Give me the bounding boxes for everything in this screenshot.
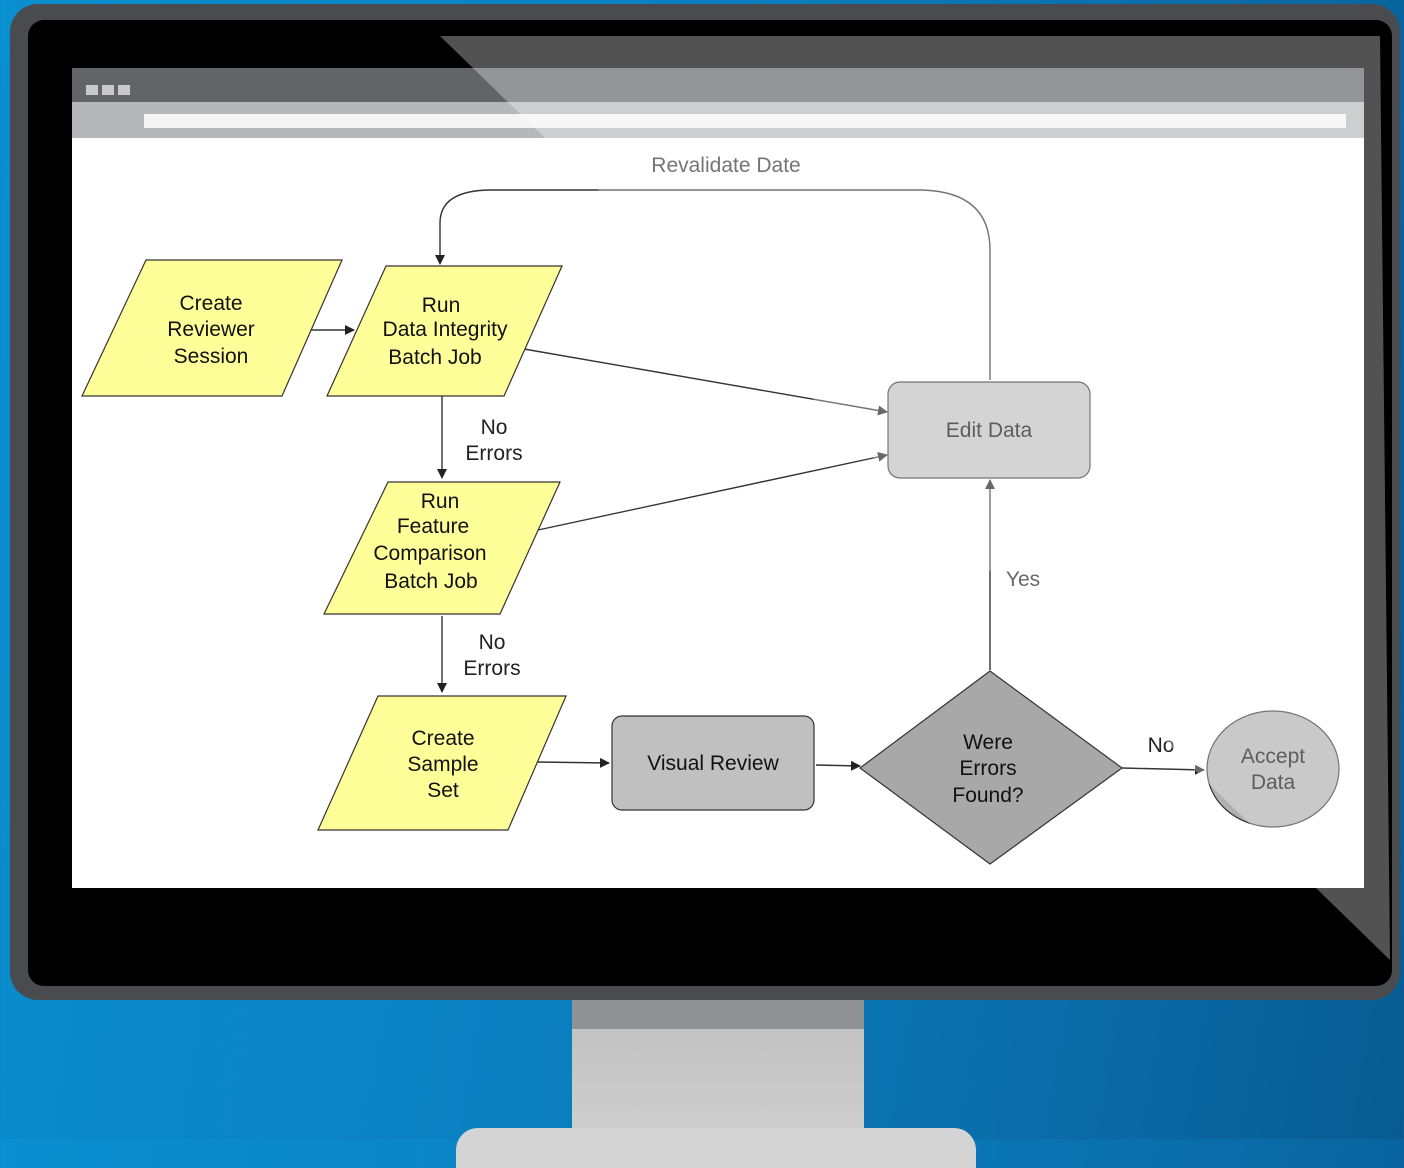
node-create-sample-set: Create Sample Set (317, 695, 567, 831)
window-controls[interactable] (86, 82, 134, 100)
node-edit-data: Edit Data (887, 381, 1091, 479)
monitor-stand-shadow (572, 995, 864, 1029)
edge-integrity-to-edit (523, 348, 888, 416)
workflow-flowchart: Create Reviewer Session Run Data Integri… (81, 154, 1340, 865)
node-accept-data: Accept Data (1206, 710, 1340, 828)
node-label-line: Were (963, 731, 1013, 754)
monitor-stand-base (456, 1128, 976, 1168)
browser-titlebar (72, 68, 1364, 102)
node-were-errors-found: Were Errors Found? (858, 670, 1124, 865)
node-label-line: Errors (959, 757, 1016, 780)
edge-label-no: No (1148, 734, 1175, 757)
address-bar[interactable] (144, 114, 1346, 128)
node-label: Visual Review (647, 752, 779, 775)
node-label-line: Set (427, 779, 459, 802)
edge-visual-to-decision (815, 760, 861, 771)
node-label-line: Accept (1241, 745, 1305, 768)
window-dot-icon[interactable] (86, 85, 98, 95)
node-label-line: Reviewer (167, 318, 255, 341)
edge-label-line: Errors (465, 442, 522, 465)
edge-label-line: No (481, 416, 508, 439)
node-label-line: Run (421, 490, 460, 513)
edge-decision-to-accept (1121, 764, 1205, 775)
node-label-line: Session (174, 345, 249, 368)
browser-window: Create Reviewer Session Run Data Integri… (72, 68, 1364, 888)
window-dot-icon[interactable] (102, 85, 114, 95)
node-visual-review: Visual Review (611, 715, 815, 811)
node-label-line: Run (422, 294, 461, 317)
node-label-line: Batch Job (384, 570, 477, 593)
node-label-line: Feature (397, 515, 469, 538)
edge-label-line: No (479, 631, 506, 654)
edge-label-line: Errors (463, 657, 520, 680)
node-label-line: Data Integrity (383, 318, 508, 341)
edge-sample-to-visual (536, 757, 610, 768)
edge-feature-to-edit (537, 452, 888, 531)
edge-revalidate-loop (435, 189, 991, 380)
node-create-reviewer-session: Create Reviewer Session (81, 259, 343, 397)
edge-label-yes: Yes (1006, 568, 1040, 591)
node-label-line: Sample (407, 753, 478, 776)
node-label-line: Create (411, 727, 474, 750)
loop-label: Revalidate Date (651, 154, 800, 177)
node-label-line: Found? (952, 784, 1023, 807)
browser-toolbar (72, 102, 1364, 138)
node-label-line: Data (1251, 771, 1296, 794)
window-dot-icon[interactable] (118, 85, 130, 95)
node-label-line: Batch Job (388, 346, 481, 369)
node-run-feature-comparison: Run Feature Comparison Batch Job (323, 481, 561, 615)
node-label-line: Comparison (373, 542, 486, 565)
node-label-line: Create (179, 292, 242, 315)
node-run-data-integrity: Run Data Integrity Batch Job (326, 265, 563, 397)
node-label: Edit Data (946, 419, 1033, 442)
